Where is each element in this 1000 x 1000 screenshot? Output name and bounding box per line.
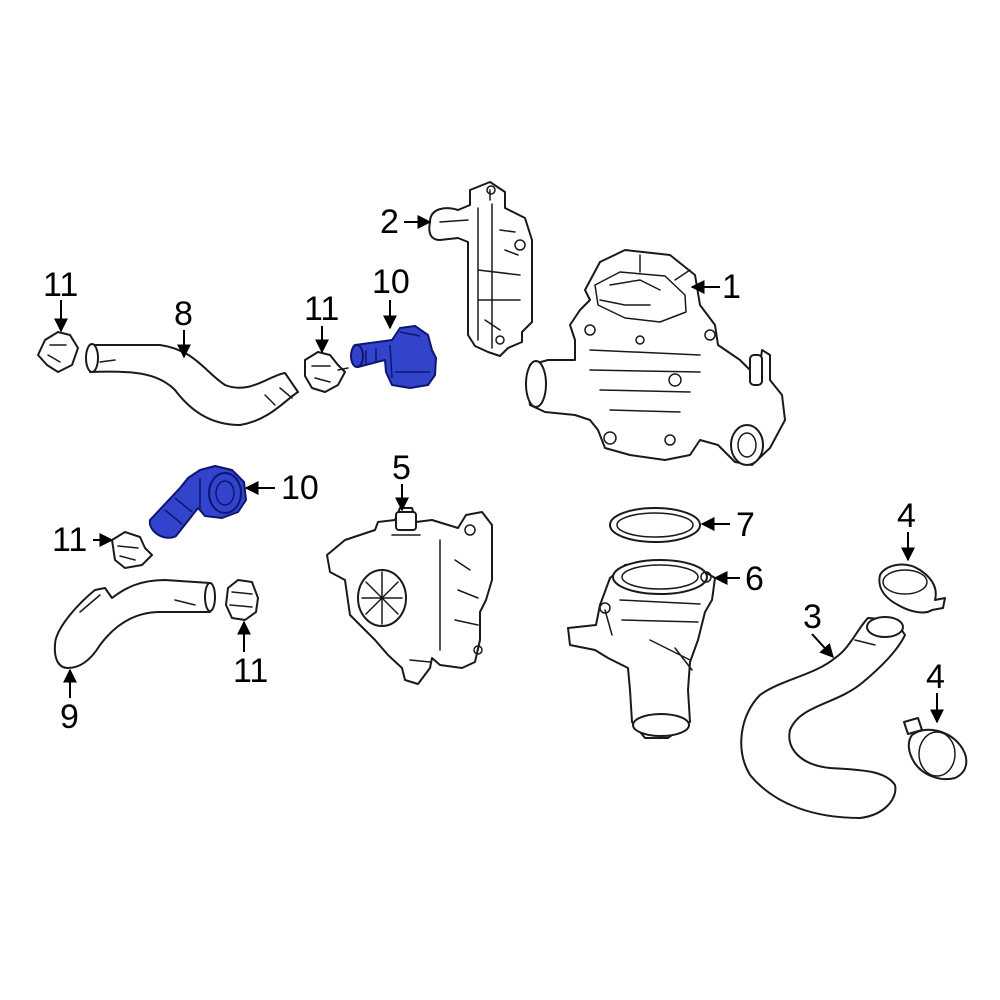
callout-1: 1: [722, 268, 741, 306]
callout-9: 9: [60, 698, 79, 736]
leader-3: [811, 633, 834, 659]
clamp-part-11-d[interactable]: [225, 579, 259, 621]
clamp-part-11-a[interactable]: [37, 331, 79, 373]
callout-4-lower: 4: [926, 658, 945, 696]
leader-lines: [54, 215, 944, 724]
callout-2: 2: [380, 203, 399, 241]
clamp-part-11-c[interactable]: [111, 531, 153, 569]
housing-part-1[interactable]: [525, 249, 786, 466]
callout-11-a: 11: [43, 266, 78, 304]
callout-6: 6: [745, 560, 764, 598]
callout-labels: 1 2 3 4 4 5 6 7 8 9 10 10 11 11 11 11: [43, 203, 945, 736]
hose-part-9[interactable]: [53, 579, 216, 669]
connector-part-10-lower[interactable]: [148, 465, 247, 539]
hose-part-3[interactable]: [740, 616, 906, 819]
callout-10-lower: 10: [281, 469, 319, 507]
callout-11-c: 11: [52, 521, 87, 559]
callout-10-upper: 10: [372, 263, 410, 301]
outlet-part-6[interactable]: [567, 559, 716, 739]
callout-3: 3: [803, 598, 822, 636]
clamp-part-11-b[interactable]: [304, 351, 349, 393]
gasket-part-7[interactable]: [609, 507, 701, 543]
callout-11-d: 11: [233, 652, 268, 690]
callout-11-b: 11: [304, 290, 339, 328]
clamp-part-4-upper[interactable]: [878, 563, 946, 614]
hose-part-8[interactable]: [85, 343, 299, 426]
clamp-part-4-lower[interactable]: [903, 717, 968, 781]
callout-4-upper: 4: [897, 497, 916, 535]
callout-5: 5: [392, 449, 411, 487]
bracket-part-2[interactable]: [428, 181, 533, 357]
connector-part-10-upper[interactable]: [350, 325, 437, 389]
callout-8: 8: [174, 295, 193, 333]
pump-part-5[interactable]: [326, 507, 493, 685]
callout-7: 7: [736, 506, 755, 544]
